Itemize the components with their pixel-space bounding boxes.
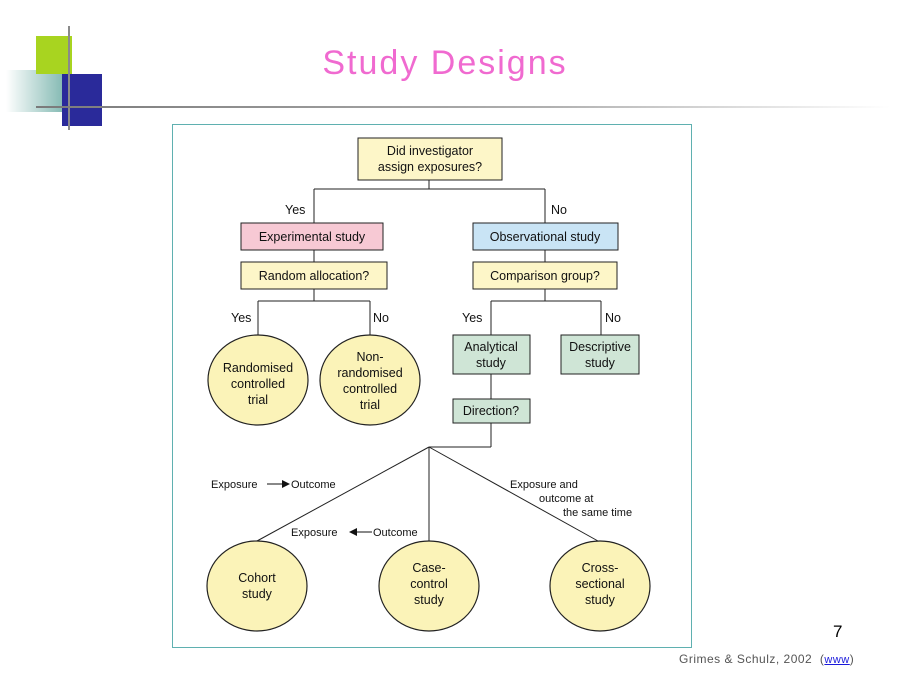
cross-sectional-study-node: Cross- sectional study (549, 540, 651, 632)
ra-no-label: No (373, 311, 389, 325)
non-rct-line-3: controlled (343, 382, 397, 396)
citation-link[interactable]: www (824, 654, 850, 666)
root-question-line-2: assign exposures? (378, 160, 482, 174)
descriptive-line-2: study (585, 356, 616, 370)
cg-no-label: No (605, 311, 621, 325)
rct-line-3: trial (248, 393, 268, 407)
cg-yes-label: Yes (462, 311, 482, 325)
connector-lines (256, 180, 602, 542)
non-rct-line-2: randomised (337, 366, 402, 380)
case-control-line-3: study (414, 593, 445, 607)
cohort-dir-to: Outcome (291, 479, 336, 491)
analytical-line-2: study (476, 356, 507, 370)
cross-sectional-direction-label: Exposure and outcome at the same time (510, 479, 632, 519)
non-rct-line-4: trial (360, 398, 380, 412)
non-rct-line-1: Non- (356, 350, 383, 364)
slide-title: Study Designs (322, 44, 568, 82)
citation-text: Grimes & Schulz, 2002 (679, 652, 813, 666)
page-number: 7 (833, 622, 843, 641)
direction-node: Direction? (452, 398, 531, 424)
cohort-direction-label: Exposure Outcome (211, 479, 336, 491)
flowchart-canvas: Did investigator assign exposures? Yes N… (206, 137, 651, 632)
citation-paren-close: ) (849, 652, 855, 666)
cross-label-line-3: the same time (563, 507, 632, 519)
cohort-dir-from: Exposure (211, 479, 257, 491)
experimental-study-node: Experimental study (240, 222, 384, 251)
cross-sectional-line-3: study (585, 593, 616, 607)
observational-study-label: Observational study (490, 230, 601, 244)
cohort-study-node: Cohort study (206, 540, 308, 632)
root-question-node: Did investigator assign exposures? (357, 137, 503, 181)
descriptive-line-1: Descriptive (569, 340, 631, 354)
comparison-group-label: Comparison group? (490, 269, 600, 283)
observational-study-node: Observational study (472, 222, 619, 251)
random-allocation-node: Random allocation? (240, 261, 388, 290)
cohort-line-1: Cohort (238, 571, 276, 585)
rct-node: Randomised controlled trial (207, 334, 309, 426)
direction-label: Direction? (463, 404, 519, 418)
descriptive-study-node: Descriptive study (560, 334, 640, 375)
case-control-line-1: Case- (412, 561, 445, 575)
cross-sectional-line-2: sectional (575, 577, 624, 591)
case-control-study-node: Case- control study (378, 540, 480, 632)
rct-line-1: Randomised (223, 361, 293, 375)
cross-label-line-1: Exposure and (510, 479, 578, 491)
cross-sectional-line-1: Cross- (582, 561, 619, 575)
comparison-group-node: Comparison group? (472, 261, 618, 290)
citation-paren-open: ( (816, 652, 825, 666)
random-allocation-label: Random allocation? (259, 269, 370, 283)
decor-horizontal-rule (36, 106, 890, 108)
root-question-line-1: Did investigator (387, 144, 473, 158)
ra-yes-label: Yes (231, 311, 251, 325)
decor-teal-block (6, 70, 66, 112)
cross-label-line-2: outcome at (539, 493, 593, 505)
rct-line-2: controlled (231, 377, 285, 391)
citation: Grimes & Schulz, 2002 (www) (679, 652, 854, 666)
decor-vertical-rule (68, 26, 70, 130)
non-rct-node: Non- randomised controlled trial (319, 334, 421, 426)
study-design-flowchart: Did investigator assign exposures? Yes N… (172, 124, 692, 648)
cohort-line-2: study (242, 587, 273, 601)
experimental-study-label: Experimental study (259, 230, 366, 244)
case-dir-to: Outcome (373, 527, 418, 539)
branch-yes-label: Yes (285, 203, 305, 217)
case-control-line-2: control (410, 577, 448, 591)
case-control-direction-label: Exposure Outcome (291, 527, 418, 539)
case-dir-from: Exposure (291, 527, 337, 539)
analytical-study-node: Analytical study (452, 334, 531, 375)
analytical-line-1: Analytical (464, 340, 518, 354)
decor-green-block (36, 36, 72, 74)
branch-no-label: No (551, 203, 567, 217)
